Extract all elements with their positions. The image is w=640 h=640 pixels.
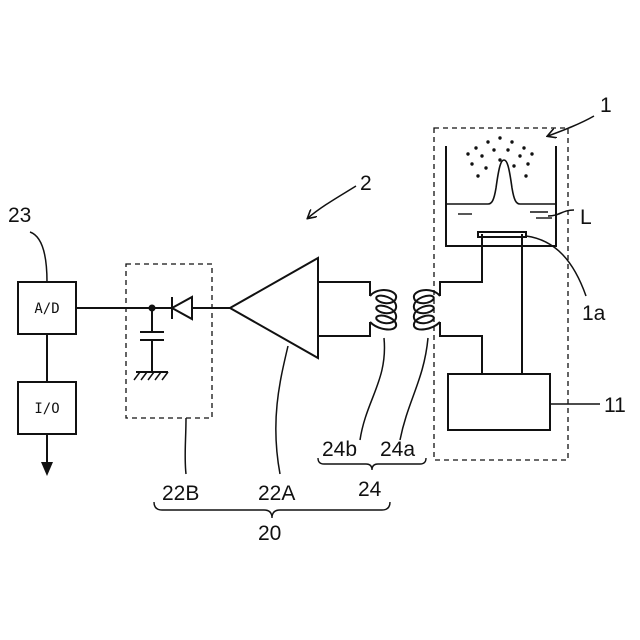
label-23: 23 xyxy=(8,204,31,227)
mist-particles xyxy=(466,136,533,177)
label-24b: 24b xyxy=(322,438,357,461)
label-20: 20 xyxy=(258,522,281,545)
ad-converter-label: A/D xyxy=(34,301,59,317)
leader-24b xyxy=(360,338,384,440)
coil-24a xyxy=(414,290,440,329)
amplifier-22a xyxy=(230,258,318,358)
amp-out-wire-top xyxy=(318,282,370,296)
ground-symbol xyxy=(134,372,168,380)
io-block: I/O xyxy=(18,382,76,434)
label-22b: 22B xyxy=(162,482,199,505)
liquid-surface xyxy=(446,160,556,204)
leader-1-arrow xyxy=(548,116,594,136)
output-arrow xyxy=(41,462,53,476)
diode-symbol xyxy=(172,297,230,319)
label-2: 2 xyxy=(360,172,372,195)
label-24a: 24a xyxy=(380,438,415,461)
driver-block-11 xyxy=(448,374,550,430)
label-1a: 1a xyxy=(582,302,606,325)
label-24: 24 xyxy=(358,478,382,501)
transducer-1a xyxy=(478,232,526,237)
label-1: 1 xyxy=(600,94,612,117)
coil-24b xyxy=(370,290,396,329)
label-22a: 22A xyxy=(258,482,295,505)
leader-22b xyxy=(185,418,186,474)
atomizer-unit-box xyxy=(434,128,568,460)
coil-to-driver-wire xyxy=(440,322,482,374)
leader-22a xyxy=(276,346,288,474)
amp-out-wire-bottom xyxy=(318,322,370,336)
leader-L xyxy=(548,210,574,216)
liquid-hatch xyxy=(458,212,552,218)
io-block-label: I/O xyxy=(34,401,59,417)
leader-24a xyxy=(400,338,428,440)
ad-converter: A/D xyxy=(18,282,76,334)
label-11: 11 xyxy=(604,394,626,417)
leader-2-arrow xyxy=(308,186,356,218)
detector-22b-box xyxy=(126,264,212,418)
leader-23 xyxy=(30,232,47,282)
label-L: L xyxy=(580,206,592,229)
